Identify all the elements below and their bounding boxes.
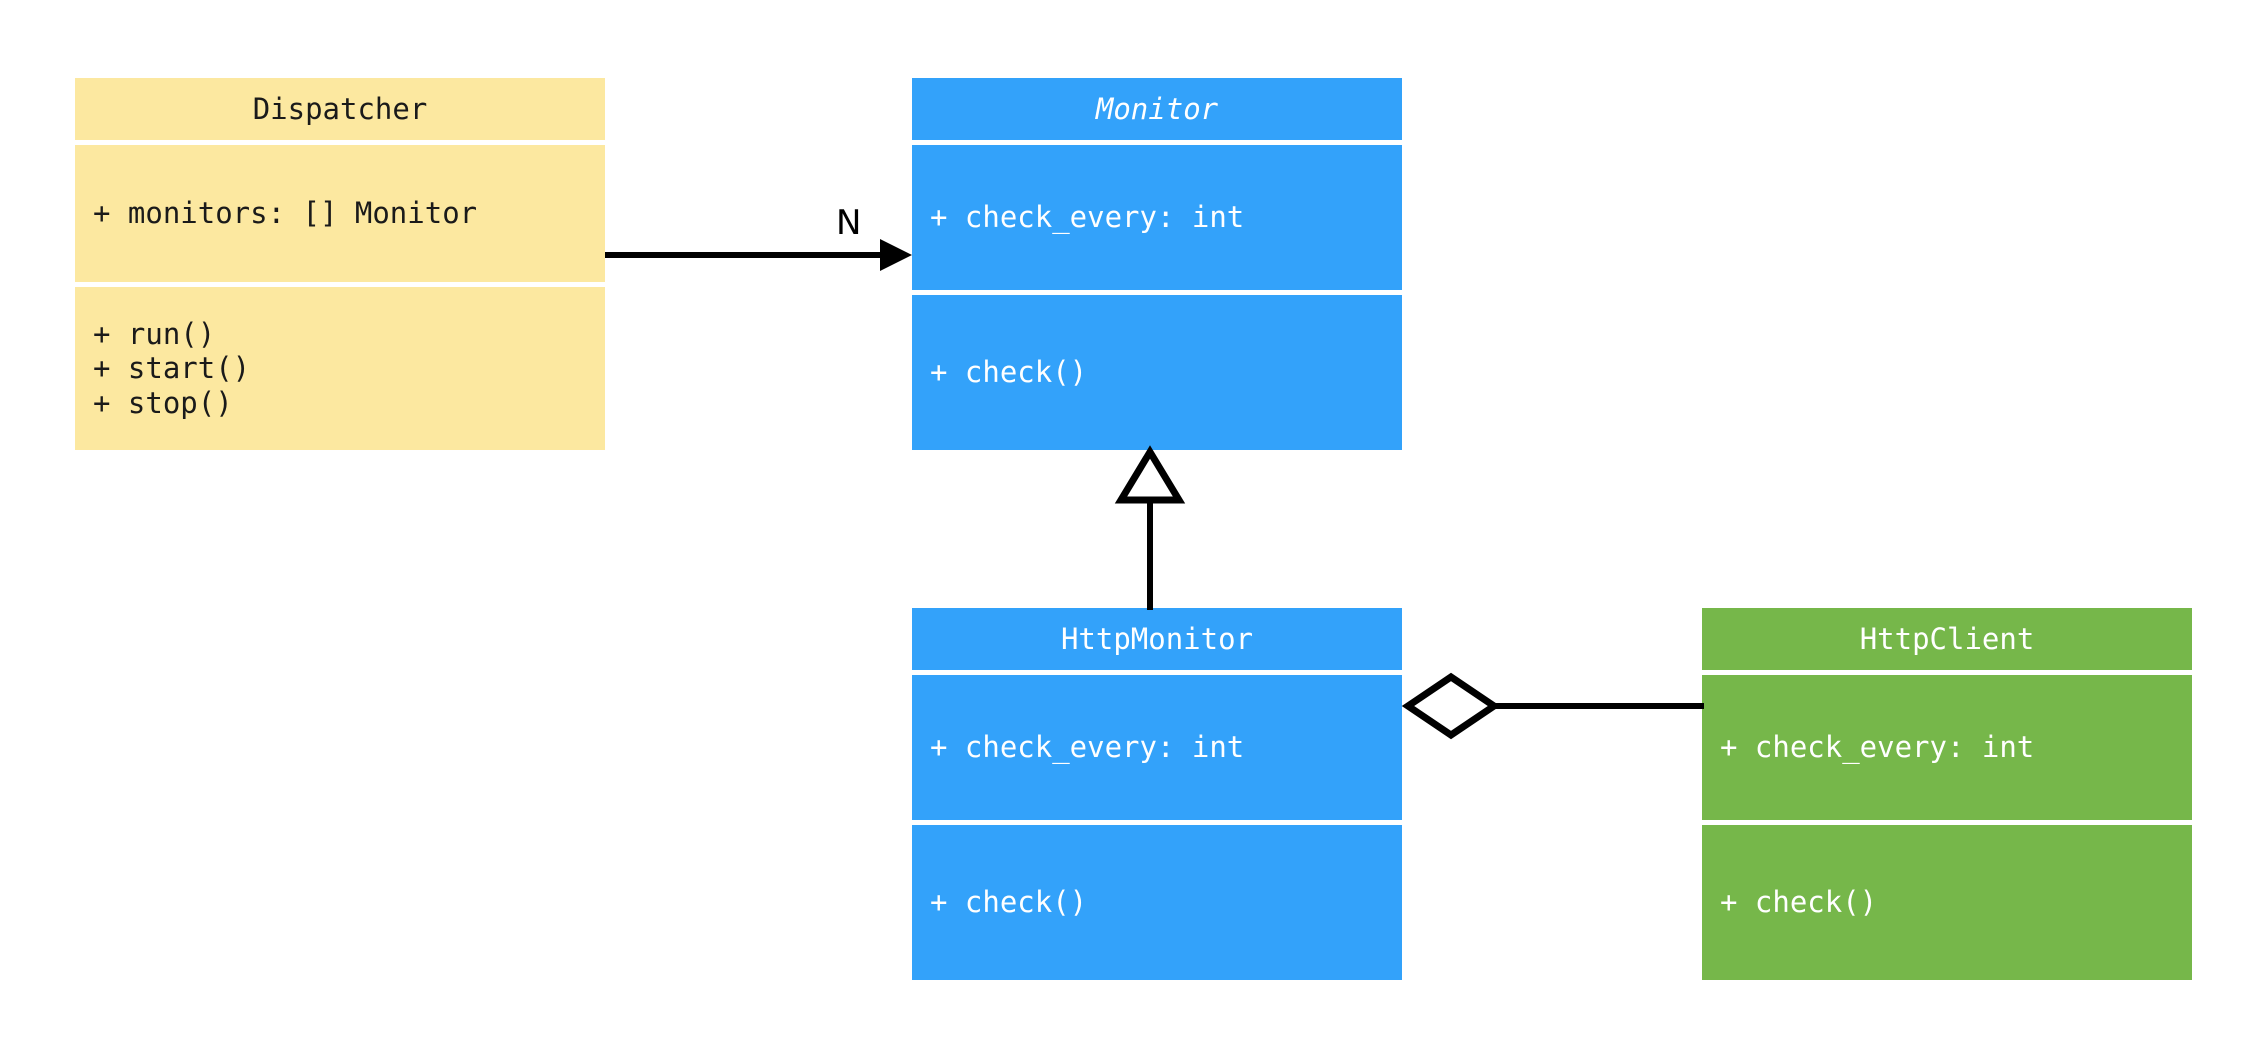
class-attributes-dispatcher: + monitors: [] Monitor	[75, 145, 605, 282]
class-box-monitor[interactable]: Monitor + check_every: int + check()	[912, 78, 1402, 450]
method-row: + start()	[93, 351, 251, 386]
class-header-http-monitor: HttpMonitor	[912, 608, 1402, 670]
method-row: + check()	[930, 885, 1088, 920]
class-header-dispatcher: Dispatcher	[75, 78, 605, 140]
attribute-row: + monitors: [] Monitor	[93, 196, 478, 231]
class-box-http-client[interactable]: HttpClient + check_every: int + check()	[1702, 608, 2192, 980]
class-name-dispatcher: Dispatcher	[252, 91, 428, 126]
class-methods-dispatcher: + run() + start() + stop()	[75, 287, 605, 450]
class-name-http-client: HttpClient	[1859, 621, 2035, 656]
method-row: + check()	[930, 355, 1088, 390]
relation-http-monitor-to-monitor	[1114, 445, 1186, 610]
method-row: + stop()	[93, 385, 233, 420]
attribute-row: + check_every: int	[930, 200, 1245, 235]
class-header-http-client: HttpClient	[1702, 608, 2192, 670]
class-header-monitor: Monitor	[912, 78, 1402, 140]
class-methods-http-client: + check()	[1702, 825, 2192, 980]
class-attributes-monitor: + check_every: int	[912, 145, 1402, 290]
class-attributes-http-monitor: + check_every: int	[912, 675, 1402, 820]
class-methods-http-monitor: + check()	[912, 825, 1402, 980]
relation-dispatcher-to-monitor	[605, 239, 912, 271]
attribute-row: + check_every: int	[1720, 730, 2035, 765]
class-attributes-http-client: + check_every: int	[1702, 675, 2192, 820]
class-box-http-monitor[interactable]: HttpMonitor + check_every: int + check()	[912, 608, 1402, 980]
class-methods-monitor: + check()	[912, 295, 1402, 450]
attribute-row: + check_every: int	[930, 730, 1245, 765]
class-name-http-monitor: HttpMonitor	[1060, 621, 1254, 656]
relation-http-monitor-to-http-client	[1401, 672, 1704, 740]
class-name-monitor: Monitor	[1095, 91, 1219, 126]
relation-label-multiplicity-n: N	[836, 203, 862, 243]
class-box-dispatcher[interactable]: Dispatcher + monitors: [] Monitor + run(…	[75, 78, 605, 450]
method-row: + run()	[93, 317, 216, 352]
method-row: + check()	[1720, 885, 1878, 920]
